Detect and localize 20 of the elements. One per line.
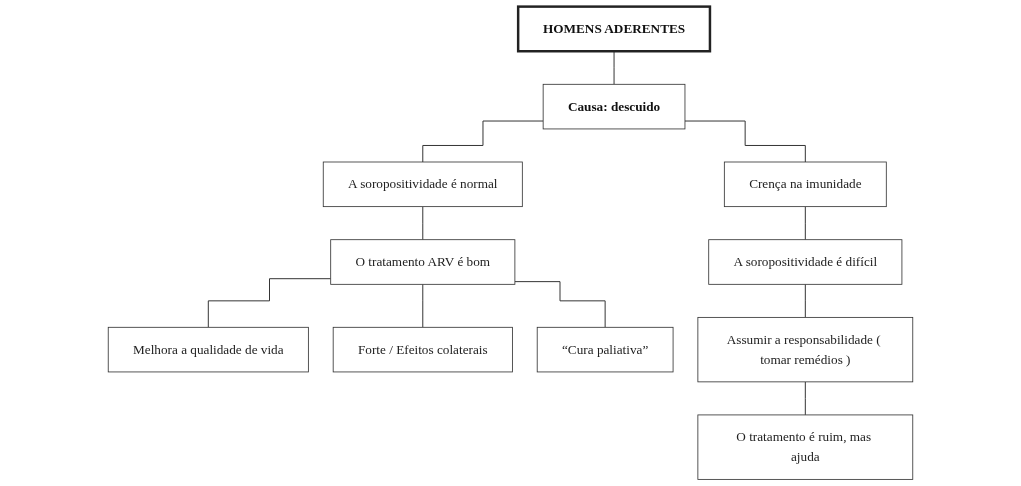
node-box: A soropositividade é normal [322, 161, 523, 208]
connector [804, 381, 806, 416]
node-box: Forte / Efeitos colaterais [332, 326, 513, 373]
connector [422, 283, 424, 328]
connector [422, 120, 544, 163]
node-box: O tratamento ARV é bom [330, 239, 516, 285]
node-box: O tratamento é ruim, mas ajuda [697, 414, 914, 480]
node-box: Melhora a qualidade de vida [107, 326, 309, 373]
connector [804, 283, 806, 318]
node-box: Crença na imunidade [723, 161, 887, 208]
connector [422, 206, 424, 241]
node-box: Assumir a responsabilidade ( tomar remédios ) [697, 316, 914, 383]
node-box: Causa: descuido [542, 83, 686, 130]
connector [514, 281, 606, 328]
connector [207, 278, 332, 328]
connector [804, 206, 806, 241]
connector [684, 120, 806, 163]
node-box: “Cura paliativa” [536, 326, 674, 373]
node-box: A soropositividade é difícil [708, 239, 903, 285]
node-box: HOMENS ADERENTES [516, 5, 712, 53]
